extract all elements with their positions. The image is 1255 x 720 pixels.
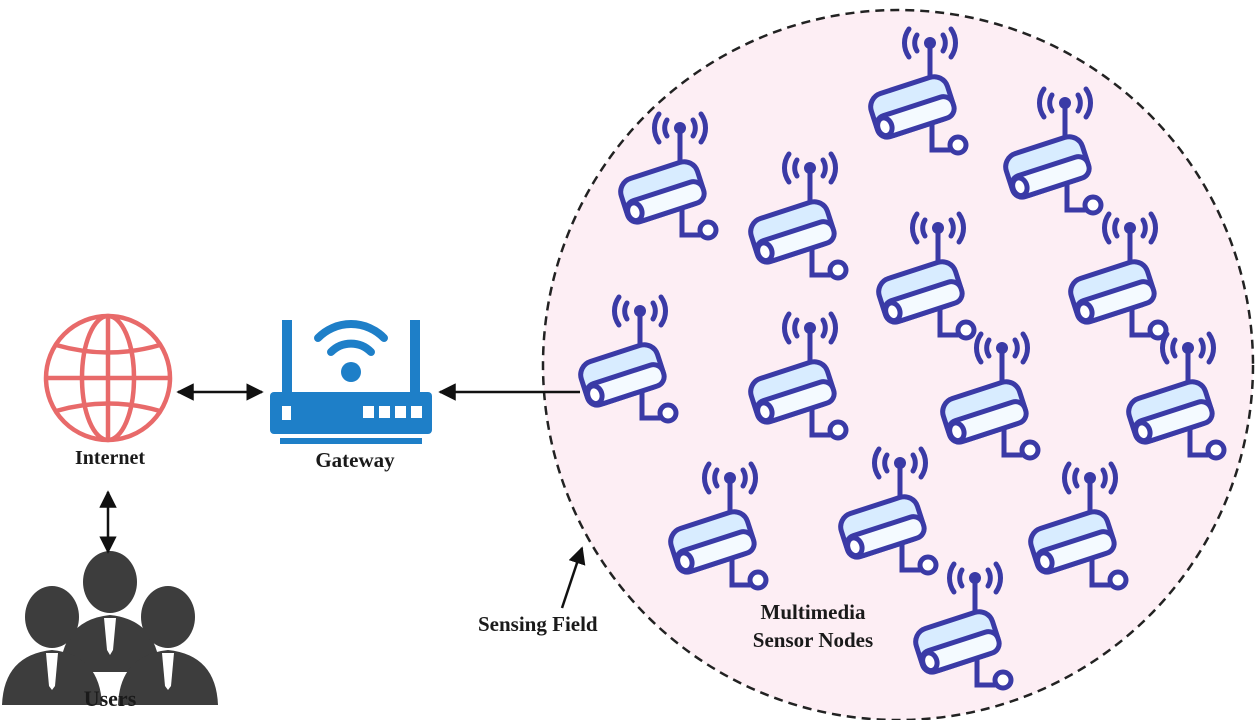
gateway-label: Gateway: [315, 448, 395, 472]
wifi-router-icon: [270, 320, 432, 444]
sensing-field-pointer: [560, 546, 586, 609]
sensor-nodes-label: Multimedia Sensor Nodes: [728, 598, 898, 654]
sensor-nodes-label-line2: Sensor Nodes: [752, 628, 874, 652]
sensing-field-label: Sensing Field: [478, 612, 598, 636]
globe-icon: [43, 313, 173, 443]
sensor-nodes-label-line1: Multimedia: [760, 600, 866, 624]
users-group-icon: [2, 551, 218, 705]
users-label: Users: [83, 686, 137, 711]
internet-label: Internet: [75, 447, 145, 469]
